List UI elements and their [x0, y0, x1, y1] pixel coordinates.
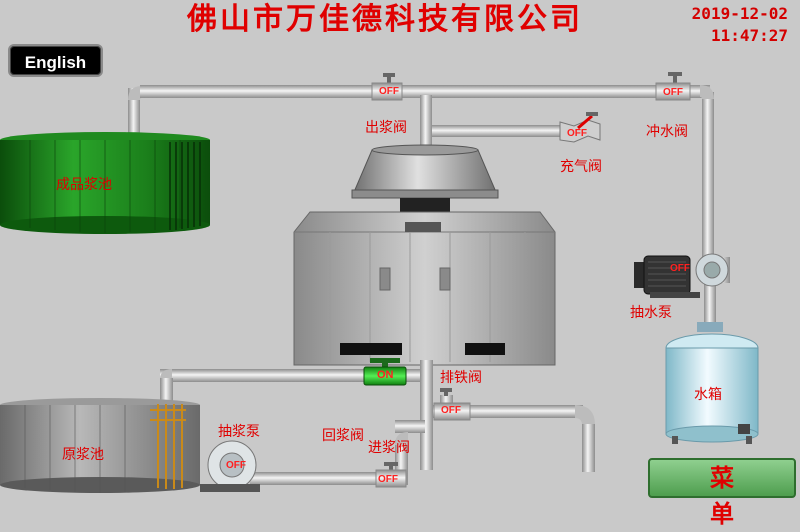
slurry-pump[interactable]	[200, 440, 260, 492]
water-pump[interactable]	[634, 253, 729, 298]
iron-discharge-valve-state[interactable]: OFF	[441, 405, 461, 416]
water-pump-state[interactable]: OFF	[670, 263, 690, 274]
flush-valve-label: 冲水阀	[646, 124, 688, 140]
time-display: 11:47:27	[710, 26, 788, 45]
slurry-out-valve-state[interactable]: OFF	[379, 86, 399, 97]
product-tank-label: 成品浆池	[56, 177, 112, 193]
water-tank	[665, 322, 759, 444]
inlet-valve-state[interactable]: OFF	[378, 474, 398, 485]
air-fill-valve-label: 充气阀	[560, 159, 602, 175]
process-diagram	[0, 72, 759, 493]
slurry-out-valve-label: 出浆阀	[365, 120, 407, 136]
air-fill-valve-state[interactable]: OFF	[567, 128, 587, 139]
raw-tank-label: 原浆池	[62, 447, 104, 463]
slurry-pump-label: 抽浆泵	[218, 424, 260, 440]
english-language-button[interactable]: English	[8, 44, 103, 77]
menu-button[interactable]: 菜 单	[648, 458, 796, 528]
return-valve[interactable]	[363, 358, 407, 386]
return-valve-label: 回浆阀	[322, 428, 364, 444]
product-tank	[0, 132, 210, 234]
iron-discharge-valve-label: 排铁阀	[440, 370, 482, 386]
slurry-pump-state[interactable]: OFF	[226, 460, 246, 471]
date-display: 2019-12-02	[691, 4, 788, 23]
slurry-out-valve[interactable]	[371, 73, 403, 101]
inlet-valve-label: 进浆阀	[368, 440, 410, 456]
flush-valve-state[interactable]: OFF	[663, 87, 683, 98]
water-tank-label: 水箱	[694, 387, 722, 403]
return-valve-state[interactable]: ON	[377, 369, 394, 381]
raw-slurry-tank	[0, 398, 200, 493]
separator-bowl	[351, 144, 499, 218]
iron-discharge-valve[interactable]	[433, 388, 471, 421]
water-pump-label: 抽水泵	[630, 305, 672, 321]
air-fill-valve[interactable]	[559, 112, 601, 143]
company-title: 佛山市万佳德科技有限公司	[187, 2, 583, 37]
magnetic-separator-body	[293, 211, 556, 366]
flush-valve[interactable]	[655, 72, 691, 101]
inlet-valve[interactable]	[375, 462, 407, 488]
